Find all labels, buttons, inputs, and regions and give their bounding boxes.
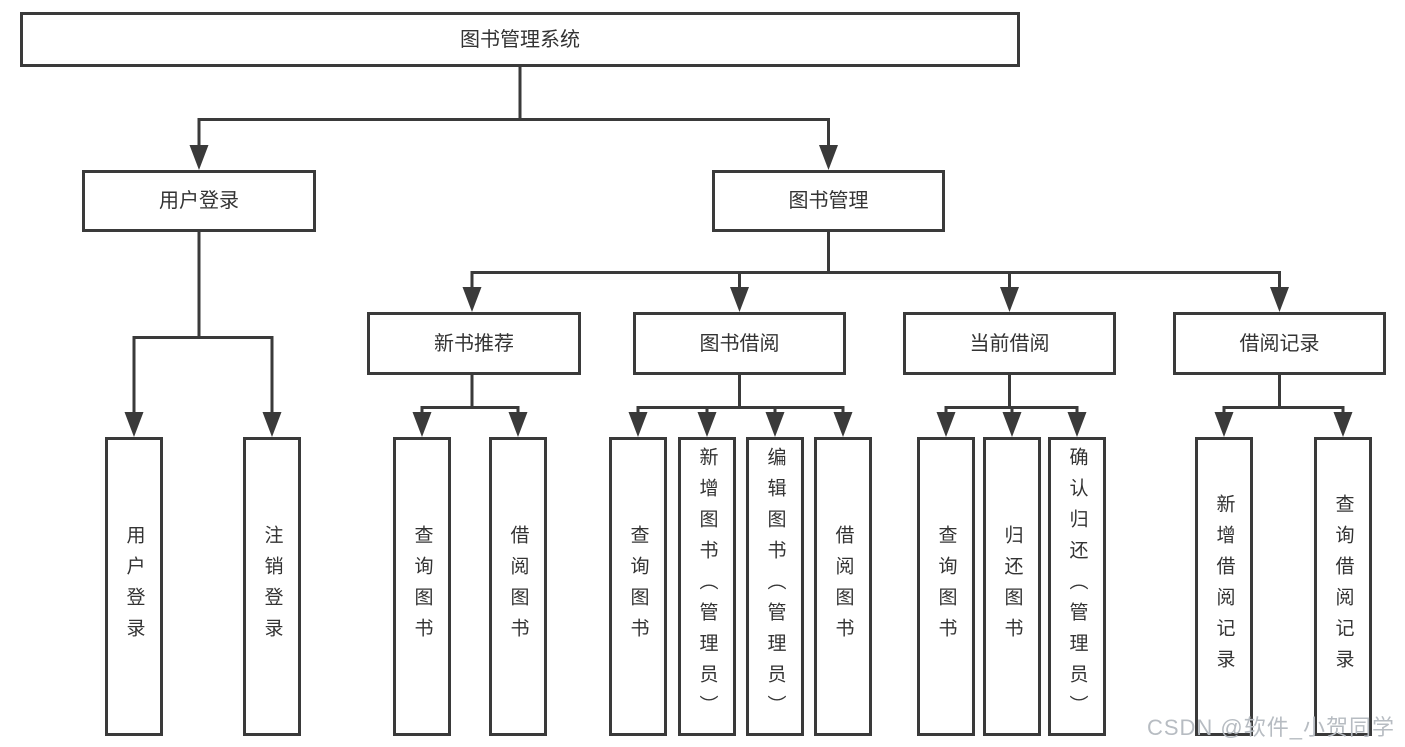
node-leaf-edit-books-admin: 编辑图书（管理员） [746,437,804,736]
node-book-management: 图书管理 [712,170,945,232]
node-new-book-recommend: 新书推荐 [367,312,581,375]
node-leaf-user-login: 用户登录 [105,437,163,736]
node-label: 归还图书 [1001,524,1023,649]
node-label: 编辑图书（管理员） [764,447,786,726]
node-leaf-search-books-recommend: 查询图书 [393,437,451,736]
node-label: 借阅图书 [832,524,854,649]
connector-current-borrow-to-leaves [936,375,1087,437]
node-leaf-search-books-borrow: 查询图书 [609,437,667,736]
node-leaf-confirm-return-admin: 确认归还（管理员） [1048,437,1106,736]
node-leaf-search-books-current: 查询图书 [917,437,975,736]
connector-new-book-to-leaves [412,375,528,437]
connector-root-to-level2 [189,67,838,170]
connector-book-borrow-to-leaves [628,375,853,437]
node-label: 图书管理 [788,190,869,212]
node-label: 借阅图书 [507,524,529,649]
node-leaf-borrow-books: 借阅图书 [814,437,872,736]
node-leaf-borrow-books-recommend: 借阅图书 [489,437,547,736]
node-label: 新增借阅记录 [1213,493,1235,680]
node-label: 查询图书 [411,524,433,649]
node-leaf-logout: 注销登录 [243,437,301,736]
node-label: 用户登录 [123,524,145,649]
connector-user-login-to-leaves [124,232,282,437]
node-borrow-records: 借阅记录 [1173,312,1386,375]
node-leaf-add-borrow-record: 新增借阅记录 [1195,437,1253,736]
node-leaf-add-books-admin: 新增图书（管理员） [678,437,736,736]
node-label: 图书管理系统 [460,28,580,51]
node-label: 图书借阅 [699,332,780,355]
node-label: 查询图书 [935,524,957,649]
node-label: 确认归还（管理员） [1066,447,1088,726]
node-root-library-system: 图书管理系统 [20,12,1020,67]
node-label: 注销登录 [261,524,283,649]
node-label: 新书推荐 [434,332,514,355]
node-label: 当前借阅 [969,332,1050,355]
node-leaf-return-books: 归还图书 [983,437,1041,736]
node-label: 用户登录 [159,190,239,212]
node-label: 查询图书 [627,524,649,649]
node-label: 借阅记录 [1239,332,1320,355]
node-user-login: 用户登录 [82,170,316,232]
node-label: 查询借阅记录 [1332,493,1354,680]
csdn-watermark: CSDN @软件_小贺同学 [1146,715,1395,740]
node-book-borrow: 图书借阅 [633,312,846,375]
connector-borrow-records-to-leaves [1214,375,1353,437]
connector-book-management-to-level3 [462,232,1289,312]
node-leaf-search-borrow-record: 查询借阅记录 [1314,437,1372,736]
node-label: 新增图书（管理员） [696,447,718,726]
node-current-borrow: 当前借阅 [903,312,1116,375]
